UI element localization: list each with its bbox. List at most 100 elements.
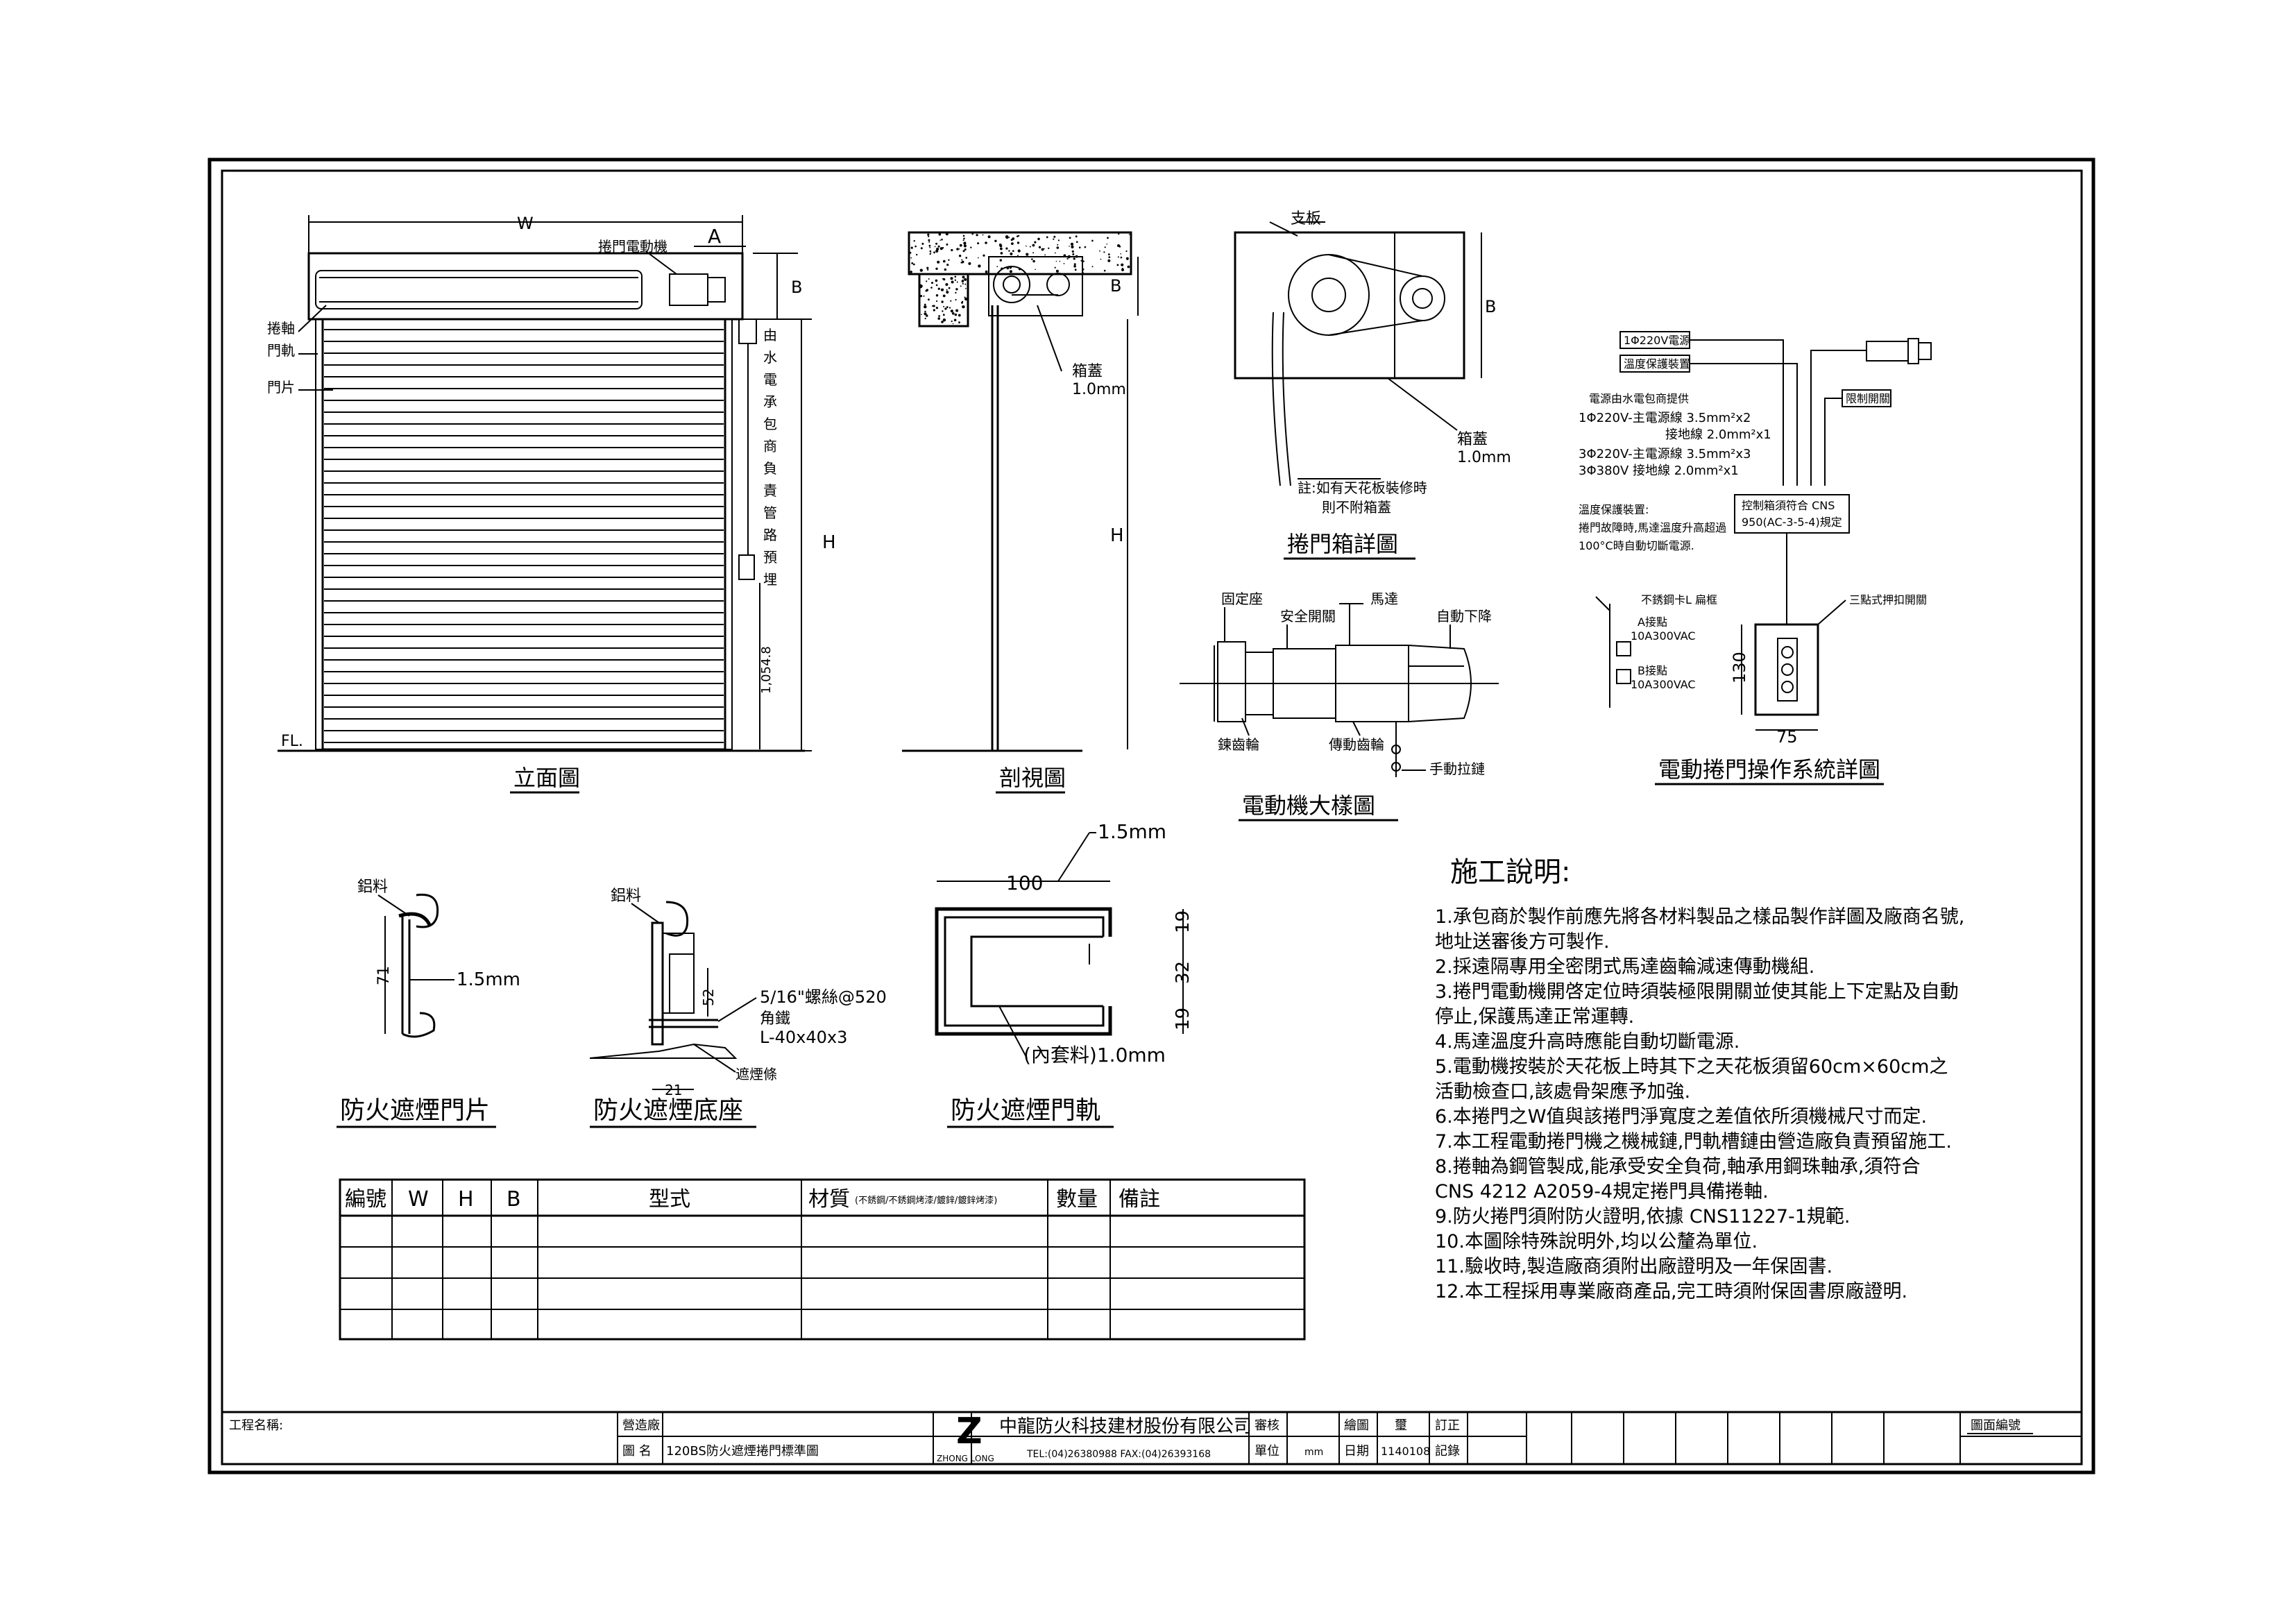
op-spec-1: 1Φ220V-主電源線 3.5mm²x2 bbox=[1579, 411, 1751, 425]
op-dim-130: 130 bbox=[1730, 652, 1749, 683]
concrete-dot bbox=[1008, 250, 1010, 252]
concrete-dot bbox=[936, 300, 938, 303]
concrete-dot bbox=[945, 283, 949, 286]
concrete-dot bbox=[962, 282, 964, 284]
op-limit-box: 限制開關 bbox=[1846, 392, 1890, 405]
concrete-dot bbox=[942, 314, 945, 316]
concrete-dot bbox=[958, 314, 961, 317]
operation-detail-title: 電動捲門操作系統詳圖 bbox=[1658, 756, 1880, 783]
concrete-dot bbox=[960, 285, 962, 287]
concrete-dot bbox=[1120, 253, 1121, 255]
note-line-11: 8.捲軸為鋼管製成,能承受安全負荷,軸承用鋼珠軸承,須符合 bbox=[1435, 1156, 1921, 1178]
schedule-material-note: (不銹鋼/不銹鋼烤漆/鍍鋅/鍍鋅烤漆) bbox=[855, 1195, 997, 1206]
rail-dim-100: 100 bbox=[1006, 872, 1043, 894]
concrete-dot bbox=[921, 284, 923, 287]
concrete-dot bbox=[1048, 247, 1050, 249]
op-temp-head: 溫度保護裝置: bbox=[1579, 503, 1649, 516]
concrete-dot bbox=[954, 275, 957, 278]
concrete-dot bbox=[929, 246, 931, 248]
motor-label: 馬達 bbox=[1370, 590, 1398, 607]
concrete-dot bbox=[1044, 254, 1046, 256]
concrete-dot bbox=[942, 310, 944, 312]
concrete-dot bbox=[1055, 269, 1059, 273]
base-detail-title: 防火遮煙底座 bbox=[593, 1096, 743, 1125]
concrete-dot bbox=[1073, 263, 1076, 266]
concrete-dot bbox=[956, 281, 958, 283]
concrete-dot bbox=[1059, 260, 1061, 262]
concrete-dot bbox=[1012, 250, 1014, 253]
note-line-10: 7.本工程電動捲門機之機械鏈,門軌槽鏈由營造廠負責預留施工. bbox=[1435, 1131, 1952, 1153]
tb-logo-text: ZHONG LONG bbox=[937, 1454, 994, 1463]
schedule-header-H: H bbox=[458, 1187, 474, 1212]
concrete-dot bbox=[1100, 258, 1102, 260]
concrete-dot bbox=[939, 239, 941, 241]
concrete-dot bbox=[971, 232, 974, 235]
concrete-dot bbox=[934, 246, 936, 248]
concrete-dot bbox=[960, 244, 962, 247]
concrete-dot bbox=[909, 251, 912, 254]
elevation-B-label: B bbox=[791, 278, 802, 297]
concrete-dot bbox=[1035, 269, 1036, 271]
concrete-dot bbox=[962, 250, 965, 253]
concrete-dot bbox=[911, 262, 914, 264]
concrete-dot bbox=[927, 233, 930, 236]
concrete-dot bbox=[1066, 257, 1069, 260]
tb-project-label: 工程名稱: bbox=[229, 1418, 283, 1433]
note-line-15: 11.驗收時,製造廠商須附出廠證明及一年保固書. bbox=[1435, 1256, 1832, 1277]
operation-detail-drawing: 1Φ220V電源 溫度保護裝置 限制開關 電源由水電包商提供 1Φ220V-主電… bbox=[1579, 331, 1932, 785]
concrete-dot bbox=[956, 248, 959, 250]
concrete-dot bbox=[1038, 246, 1041, 248]
rail-dim-32: 32 bbox=[1173, 961, 1193, 984]
concrete-dot bbox=[948, 259, 950, 261]
concrete-dot bbox=[1128, 234, 1130, 235]
concrete-dot bbox=[912, 263, 915, 266]
concrete-dot bbox=[1075, 235, 1078, 238]
concrete-dot bbox=[1026, 245, 1027, 247]
concrete-dot bbox=[1034, 241, 1037, 244]
slat-thickness: 1.5mm bbox=[457, 969, 520, 990]
concrete-dot bbox=[999, 259, 1003, 262]
rail-inner-label: (內套料)1.0mm bbox=[1023, 1044, 1166, 1067]
concrete-dot bbox=[941, 321, 944, 323]
concrete-dot bbox=[982, 234, 984, 236]
concrete-dot bbox=[1104, 246, 1106, 248]
concrete-dot bbox=[1057, 239, 1060, 241]
concrete-dot bbox=[1057, 244, 1059, 246]
concrete-dot bbox=[910, 257, 912, 259]
op-temp-2: 100°C時自動切斷電源. bbox=[1579, 539, 1694, 552]
concrete-dot bbox=[1103, 251, 1105, 253]
elevation-shaft-label: 捲軸 bbox=[267, 320, 295, 337]
note-line-16: 12.本工程採用專業廠商產品,完工時須附保固書原廠證明. bbox=[1435, 1281, 1907, 1302]
box-B-label: B bbox=[1485, 297, 1496, 316]
concrete-dot bbox=[961, 259, 963, 261]
concrete-dot bbox=[929, 250, 932, 253]
concrete-dot bbox=[952, 312, 955, 315]
concrete-dot bbox=[1000, 247, 1003, 250]
base-material-label: 鋁料 bbox=[611, 887, 641, 905]
note-line-8: 活動檢查口,該處骨架應予加強. bbox=[1435, 1081, 1690, 1103]
base-detail-drawing: 鋁料 52 21 5/16"螺絲@520 角鐵 L-40x40x3 遮煙條 防火… bbox=[589, 887, 887, 1128]
rail-detail-drawing: 100 1.5mm 19 32 19 (內套料)1.0mm 防火遮煙門軌 bbox=[935, 820, 1193, 1128]
concrete-dot bbox=[954, 279, 957, 281]
concrete-dot bbox=[935, 284, 938, 287]
schedule-header-W: W bbox=[408, 1187, 429, 1212]
rail-detail-title: 防火遮煙門軌 bbox=[951, 1096, 1100, 1125]
motor-gear-label: 傳動齒輪 bbox=[1329, 736, 1384, 753]
tb-draw-value: 璽 bbox=[1395, 1418, 1407, 1433]
concrete-dot bbox=[943, 305, 945, 307]
tb-unit-value: mm bbox=[1304, 1447, 1323, 1458]
section-title: 剖視圖 bbox=[999, 765, 1066, 791]
concrete-dot bbox=[1055, 260, 1057, 262]
concrete-dot bbox=[951, 320, 953, 323]
concrete-dot bbox=[1084, 246, 1087, 248]
concrete-dot bbox=[999, 244, 1003, 248]
elevation-curtain-slats bbox=[324, 329, 724, 743]
box-note-2: 則不附箱蓋 bbox=[1322, 499, 1391, 516]
concrete-dot bbox=[1005, 247, 1008, 250]
concrete-dot bbox=[1073, 265, 1076, 268]
concrete-dot bbox=[1121, 263, 1124, 266]
elevation-rail-label: 門軌 bbox=[267, 342, 295, 359]
concrete-dot bbox=[1071, 250, 1074, 253]
concrete-dot bbox=[910, 271, 912, 273]
concrete-dot bbox=[919, 269, 924, 272]
